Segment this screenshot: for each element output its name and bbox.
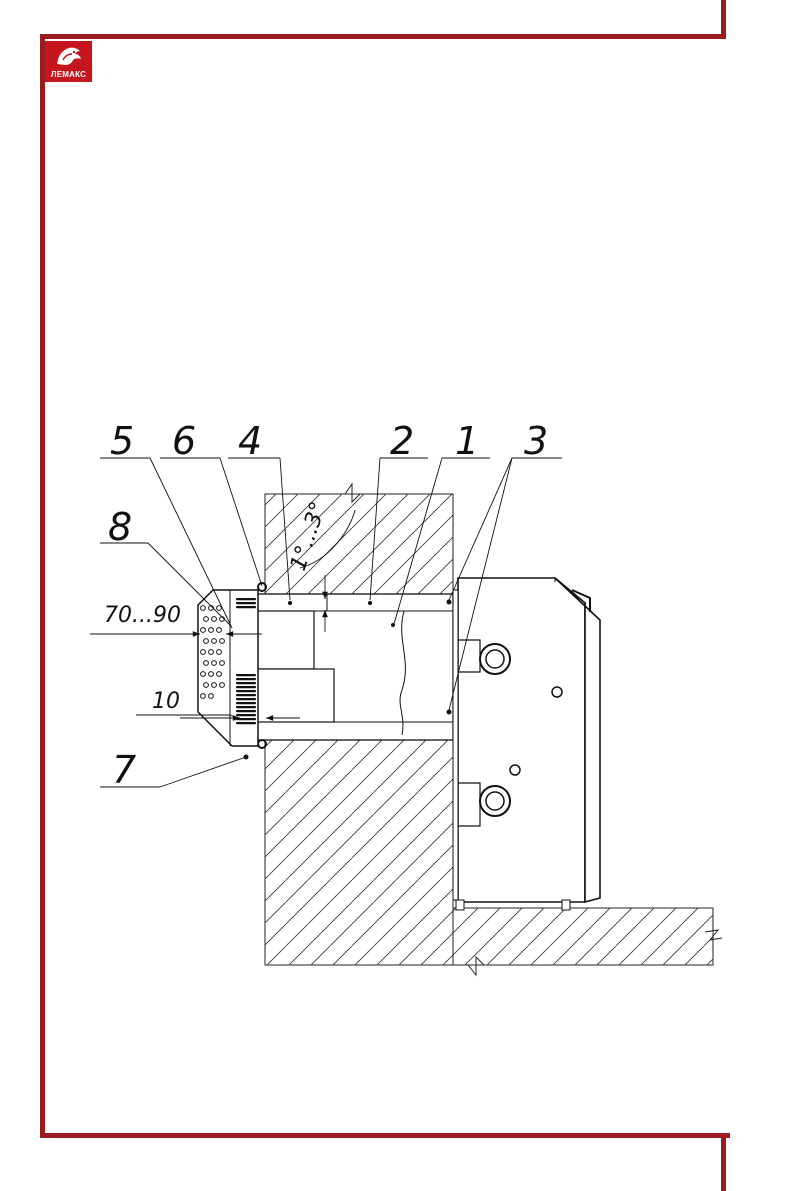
callout-3: 3 — [524, 419, 548, 463]
grille-slot — [236, 706, 256, 708]
grille-hole — [212, 661, 217, 666]
grille-slot — [236, 602, 256, 604]
boiler-body — [453, 578, 600, 910]
grille-hole — [201, 672, 206, 677]
grille-hole — [212, 639, 217, 644]
grille-slot — [236, 682, 256, 684]
flue-pipe — [226, 583, 453, 760]
grille-hole — [209, 694, 214, 699]
grille-slot — [236, 690, 256, 692]
grille-slot — [236, 686, 256, 688]
grille-hole — [212, 683, 217, 688]
grille-slot — [236, 674, 256, 676]
grille-hole — [201, 694, 206, 699]
grille-hole — [201, 650, 206, 655]
grille-slot — [236, 722, 256, 724]
grille-hole — [201, 628, 206, 633]
outer-terminal-grille — [198, 590, 258, 746]
grille-slot — [236, 714, 256, 716]
callout-4: 4 — [238, 419, 262, 463]
grille-slot — [236, 698, 256, 700]
callout-2: 2 — [390, 419, 414, 463]
grille-hole — [209, 672, 214, 677]
callout-8: 8 — [108, 505, 132, 549]
grille-slot — [236, 694, 256, 696]
grille-slot — [236, 678, 256, 680]
callout-7: 7 — [112, 748, 136, 792]
grille-hole — [212, 617, 217, 622]
grille-hole — [209, 628, 214, 633]
grille-hole — [217, 672, 222, 677]
grille-slot — [236, 710, 256, 712]
grille-hole — [217, 628, 222, 633]
grille-hole — [220, 683, 225, 688]
grille-hole — [204, 661, 209, 666]
grille-slot — [236, 606, 256, 608]
grille-hole — [217, 650, 222, 655]
grille-slot — [236, 598, 256, 600]
grille-hole — [204, 617, 209, 622]
grille-hole — [204, 683, 209, 688]
grille-hole — [220, 661, 225, 666]
grille-hole — [204, 639, 209, 644]
grille-hole — [217, 606, 222, 611]
callout-1: 1 — [455, 419, 479, 463]
callout-6: 6 — [172, 419, 196, 463]
grille-hole — [201, 606, 206, 611]
grille-slot — [236, 702, 256, 704]
dimension-gap: 10 — [152, 689, 180, 714]
dimension-depth: 70...90 — [104, 603, 181, 628]
callout-5: 5 — [110, 419, 134, 463]
floor-section — [453, 908, 722, 975]
grille-hole — [220, 639, 225, 644]
grille-hole — [209, 650, 214, 655]
